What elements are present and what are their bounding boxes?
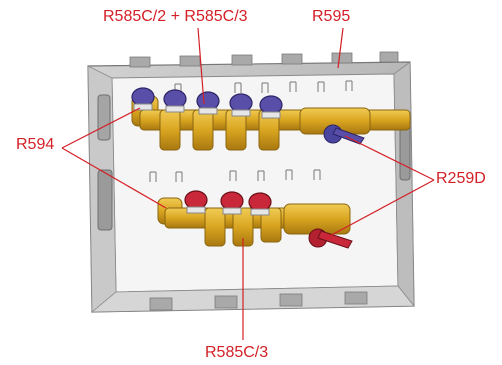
label-ball-valve: R259D [436,170,486,187]
bottom-manifold [157,190,353,249]
label-top-valves: R585C/2 + R585C/3 [103,8,248,25]
top-manifold [131,87,411,151]
label-elbow: R594 [16,136,55,153]
label-bottom-valves: R585C/3 [205,344,269,361]
leader-lines [61,27,435,340]
label-box: R595 [312,8,351,25]
